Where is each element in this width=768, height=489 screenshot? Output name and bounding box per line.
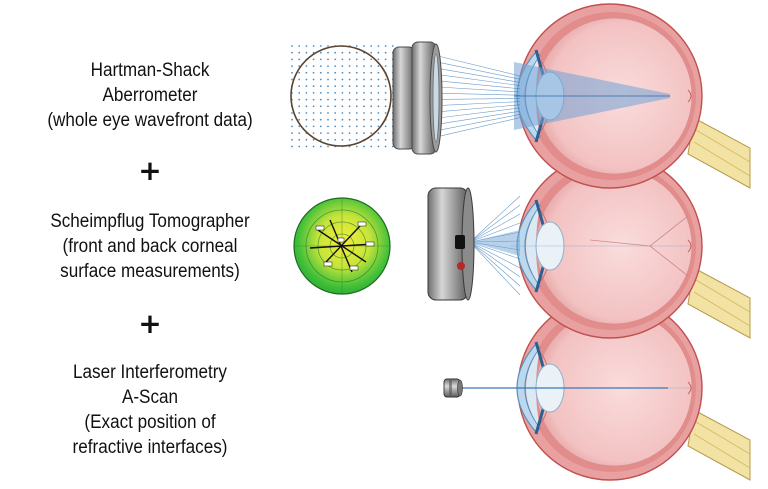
label-line: (whole eye wavefront data) bbox=[47, 110, 253, 131]
laser-interferometry-label: Laser Interferometry A-Scan (Exact posit… bbox=[15, 360, 285, 460]
lenslet-array-grid-icon bbox=[290, 45, 394, 148]
corneal-topography-map-icon bbox=[293, 197, 391, 295]
plus-separator: + bbox=[138, 154, 162, 187]
scheimpflug-camera-icon bbox=[427, 187, 475, 301]
label-line: Aberrometer bbox=[102, 85, 198, 106]
plus-separator: + bbox=[138, 307, 162, 340]
label-line: A-Scan bbox=[121, 387, 179, 408]
aberrometer-lens-icon bbox=[392, 41, 443, 155]
label-line: surface measurements) bbox=[60, 261, 240, 282]
laser-emitter-icon bbox=[443, 378, 463, 398]
eye-cross-section-icon bbox=[514, 3, 751, 189]
eye-cross-section-icon bbox=[510, 153, 751, 339]
wavefront-beams bbox=[437, 55, 521, 137]
scheimpflug-fan-beams bbox=[469, 195, 521, 296]
label-line: Laser Interferometry bbox=[73, 362, 227, 383]
label-line: Hartman-Shack bbox=[90, 60, 210, 81]
scheimpflug-label: Scheimpflug Tomographer (front and back … bbox=[15, 209, 285, 284]
label-line: (Exact position of bbox=[84, 412, 216, 433]
label-line: Scheimpflug Tomographer bbox=[50, 211, 250, 232]
label-line: refractive interfaces) bbox=[72, 437, 228, 458]
label-line: (front and back corneal bbox=[62, 236, 238, 257]
hartmann-shack-label: Hartman-Shack Aberrometer (whole eye wav… bbox=[15, 58, 285, 133]
